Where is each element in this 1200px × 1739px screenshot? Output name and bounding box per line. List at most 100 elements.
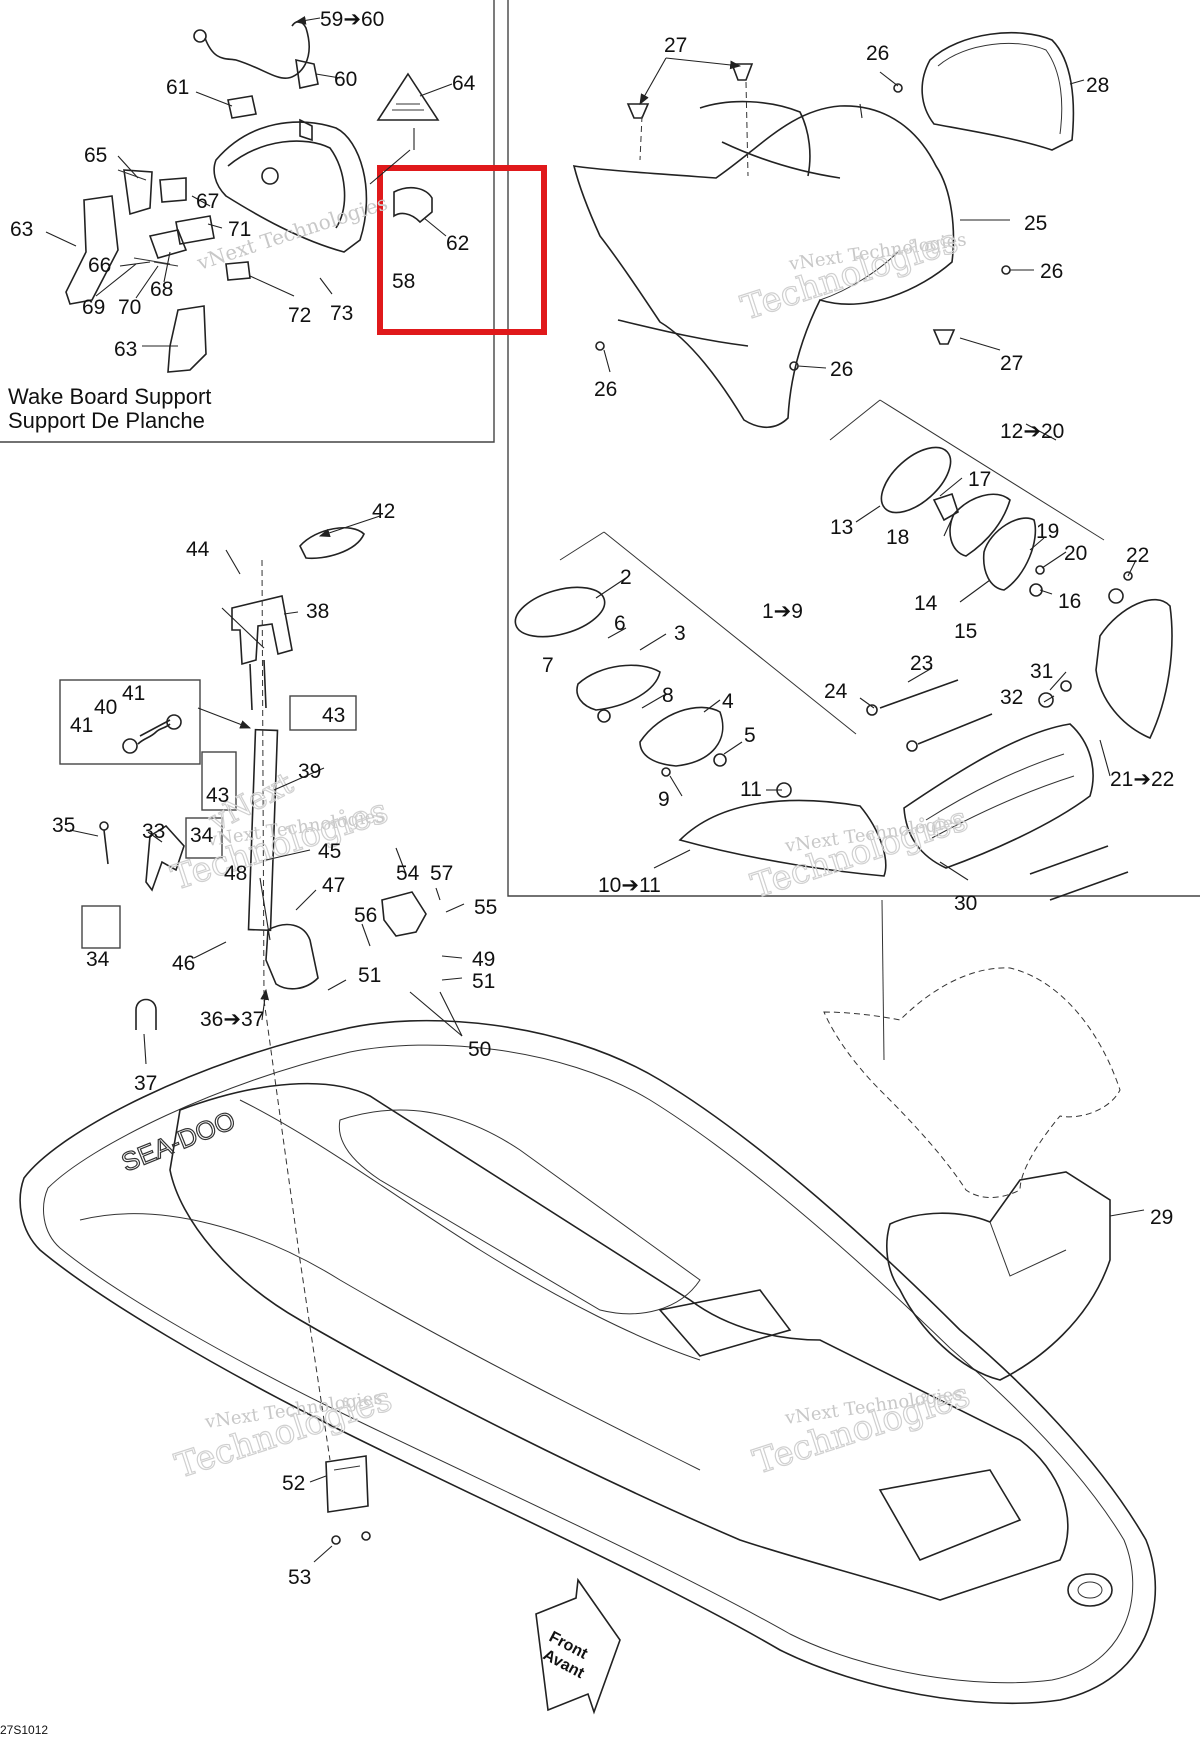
- callout-25: 25: [1024, 212, 1047, 235]
- callout-36-37: 36➔37: [200, 1008, 264, 1031]
- callout-27-b: 27: [1000, 352, 1023, 375]
- callout-48: 48: [224, 862, 247, 885]
- callout-5: 5: [744, 724, 756, 747]
- callout-46: 46: [172, 952, 195, 975]
- callout-27-a: 27: [664, 34, 687, 57]
- callout-73: 73: [330, 302, 353, 325]
- callout-37: 37: [134, 1072, 157, 1095]
- callout-63-b: 63: [114, 338, 137, 361]
- callout-labels: 59➔60 60 61 64 65 67 71 62 58 63 66 69 7…: [10, 8, 1174, 1589]
- callout-44: 44: [186, 538, 210, 561]
- callout-67: 67: [196, 190, 219, 213]
- watermark-technologies-5: Technologies: [170, 1379, 396, 1487]
- callout-29: 29: [1150, 1206, 1173, 1229]
- callout-18: 18: [886, 526, 909, 549]
- callout-71: 71: [228, 218, 251, 241]
- callout-66: 66: [88, 254, 111, 277]
- callout-47: 47: [322, 874, 345, 897]
- callout-62: 62: [446, 232, 469, 255]
- callout-17: 17: [968, 468, 991, 491]
- callout-22-a: 22: [1126, 544, 1149, 567]
- watermark-technologies-6: Technologies: [748, 1375, 974, 1483]
- leader-lines: [45, 16, 1145, 1563]
- wake-board-support-parts: [65, 20, 440, 373]
- callout-10-11: 10➔11: [598, 874, 661, 897]
- callout-59-60: 59➔60: [320, 8, 384, 31]
- callout-8: 8: [662, 684, 674, 707]
- callout-69: 69: [82, 296, 105, 319]
- callout-19: 19: [1036, 520, 1059, 543]
- callout-43-a: 43: [322, 704, 345, 727]
- callout-6: 6: [614, 612, 626, 635]
- callout-2: 2: [620, 566, 632, 589]
- watermark-vnext-1: vNext Technologies: [193, 191, 390, 276]
- callout-41-a: 41: [122, 682, 145, 705]
- seat-ghost-leader: [881, 899, 885, 1061]
- callout-3: 3: [674, 622, 686, 645]
- highlight-box: [377, 165, 547, 335]
- callout-34-a: 34: [190, 824, 214, 847]
- callout-56: 56: [354, 904, 377, 927]
- callout-15: 15: [954, 620, 977, 643]
- callout-16: 16: [1058, 590, 1081, 613]
- callout-11: 11: [740, 778, 762, 801]
- storage-tray-29: [886, 1171, 1111, 1381]
- callout-26-d: 26: [830, 358, 853, 381]
- callout-53: 53: [288, 1566, 311, 1589]
- steering-parts: [59, 526, 427, 1545]
- callout-9: 9: [658, 788, 670, 811]
- callout-4: 4: [722, 690, 734, 713]
- callout-28: 28: [1086, 74, 1109, 97]
- callout-50: 50: [468, 1038, 491, 1061]
- callout-38: 38: [306, 600, 329, 623]
- front-arrow: [535, 1577, 621, 1715]
- callout-70: 70: [118, 296, 141, 319]
- callout-51-b: 51: [472, 970, 495, 993]
- callout-26-b: 26: [1040, 260, 1063, 283]
- wake-board-insert-frame: [0, 0, 495, 443]
- callout-40: 40: [94, 696, 117, 719]
- seat-parts: [572, 31, 1075, 429]
- callout-41-b: 41: [70, 714, 93, 737]
- callout-21-22: 21➔22: [1110, 768, 1174, 791]
- callout-58: 58: [392, 270, 415, 293]
- callout-33: 33: [142, 820, 165, 843]
- callout-42: 42: [372, 500, 395, 523]
- hull-drawing: SEA-DOO: [19, 1019, 1157, 1705]
- insert-title-line1: Wake Board Support: [8, 384, 211, 409]
- insert-title-line2: Support De Planche: [8, 408, 205, 433]
- callout-30: 30: [954, 892, 977, 915]
- seat-ghost-outline: [823, 967, 1121, 1198]
- callout-20: 20: [1064, 542, 1087, 565]
- callout-34-b: 34: [86, 948, 110, 971]
- callout-72: 72: [288, 304, 311, 327]
- callout-65: 65: [84, 144, 107, 167]
- callout-13: 13: [830, 516, 853, 539]
- callout-32: 32: [1000, 686, 1023, 709]
- callout-45: 45: [318, 840, 341, 863]
- callout-61: 61: [166, 76, 189, 99]
- callout-1-9: 1➔9: [762, 600, 803, 623]
- callout-60: 60: [334, 68, 357, 91]
- callout-52: 52: [282, 1472, 305, 1495]
- callout-43-b: 43: [206, 784, 229, 807]
- watermark-technologies-2: Technologies: [736, 221, 962, 329]
- callout-51-a: 51: [358, 964, 381, 987]
- diagram-code: 27S1012: [0, 1723, 48, 1737]
- callout-68: 68: [150, 278, 173, 301]
- callout-7: 7: [542, 654, 554, 677]
- callout-54: 54: [396, 862, 420, 885]
- callout-14: 14: [914, 592, 938, 615]
- svg-text:SEA-DOO: SEA-DOO: [117, 1105, 239, 1178]
- callout-31: 31: [1030, 660, 1053, 683]
- callout-49: 49: [472, 948, 495, 971]
- callout-24: 24: [824, 680, 848, 703]
- lighting-parts: [514, 399, 1173, 901]
- callout-26-c: 26: [594, 378, 617, 401]
- callout-57: 57: [430, 862, 453, 885]
- callout-26-a: 26: [866, 42, 889, 65]
- callout-12-20: 12➔20: [1000, 420, 1064, 443]
- watermark-technologies-4: Technologies: [746, 799, 972, 907]
- callout-39: 39: [298, 760, 321, 783]
